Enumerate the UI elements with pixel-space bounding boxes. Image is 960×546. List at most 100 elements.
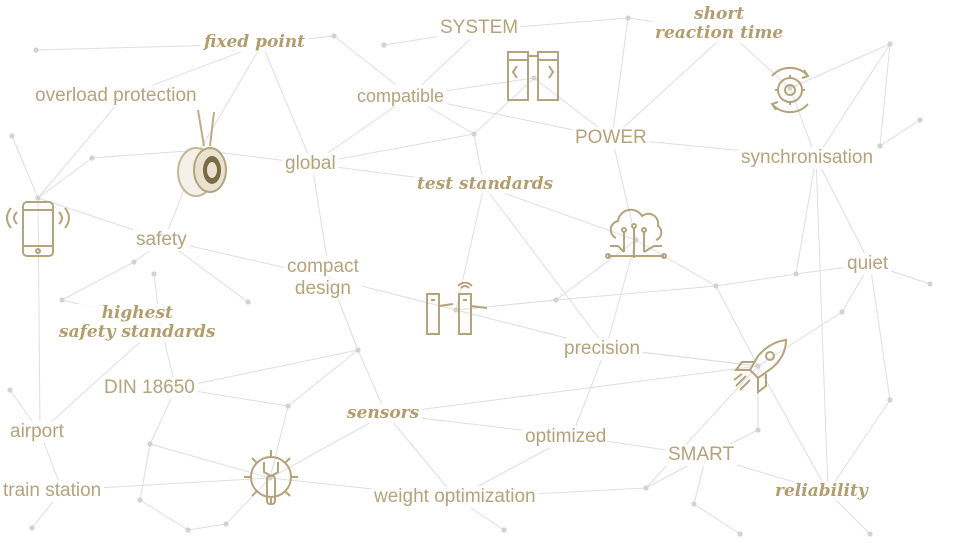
label-system: SYSTEM [437,17,522,39]
network-node [453,307,459,313]
network-edge [795,157,817,275]
network-edge [199,43,263,151]
network-node [553,297,559,303]
network-node [793,271,799,277]
network-node [35,195,41,201]
network-node [9,133,15,139]
label-synchronisation: synchronisation [738,147,877,169]
label-power: POWER [572,127,650,149]
network-edge [311,133,475,165]
network-edge [757,311,843,367]
label-weight-optimization: weight optimization [371,486,539,508]
network-edge [311,95,411,165]
network-node [185,527,191,533]
network-edge [357,349,387,415]
gear-cycle-icon [762,62,818,118]
network-node [331,33,337,39]
network-node [501,527,507,533]
network-edge [37,95,125,199]
network-edge [187,523,227,531]
network-node [917,117,923,123]
network-edge [611,17,629,139]
network-node [531,75,537,81]
network-node [471,131,477,137]
label-sensors: sensors [344,404,423,423]
network-edge [827,399,891,493]
network-edge [605,239,637,349]
network-edge [455,299,557,311]
label-short-reaction-time: short reaction time [652,5,787,43]
network-node [755,427,761,433]
wrench-gear-icon [238,444,304,514]
network-edge [37,157,93,199]
network-edge [715,273,797,287]
network-edge [715,285,759,367]
network-node [927,281,933,287]
network-edge [879,43,891,147]
network-node [245,299,251,305]
network-node [643,485,649,491]
label-quiet: quiet [844,253,892,275]
label-compatible: compatible [354,85,448,107]
label-overload-protection: overload protection [32,85,200,107]
network-node [839,309,845,315]
network-edge [815,157,871,265]
network-node [7,387,13,393]
network-edge [611,137,637,241]
network-edge [693,503,741,535]
network-node [737,531,743,537]
network-node [625,15,631,21]
network-node [89,155,95,161]
network-edge [473,77,535,135]
network-edge [37,197,41,433]
network-node [691,501,697,507]
network-edge [385,365,759,415]
network-edge [571,347,607,437]
network-edge [645,365,759,489]
network-edge [815,157,829,493]
network-edge [287,349,359,407]
network-edge [455,185,485,311]
network-edge [269,405,289,479]
network-edge [61,261,135,301]
cloud-circuit-icon [604,208,668,266]
network-edge [139,499,189,531]
network-node [33,47,39,53]
network-edge [789,87,817,159]
network-edge [139,443,151,501]
network-node [355,347,361,353]
network-node [887,41,893,47]
label-test-standards: test standards [414,175,557,194]
sliding-door-icon [505,48,561,104]
network-node [147,441,153,447]
label-optimized: optimized [522,426,610,448]
network-node [713,283,719,289]
network-node [755,363,761,369]
network-node [381,42,387,48]
network-node [29,525,35,531]
label-din-18650: DIN 18650 [101,377,198,399]
network-node [151,271,157,277]
label-train-station: train station [0,480,105,502]
motor-icon [170,110,234,202]
label-safety: safety [133,229,190,251]
network-node [137,497,143,503]
network-edge [757,365,829,493]
label-fixed-point: fixed point [201,33,309,52]
network-node [867,531,873,537]
network-edge [225,477,271,525]
label-compact-design: compact design [284,256,362,300]
network-edge [385,413,457,499]
network-edge [815,43,891,159]
network-node [131,259,137,265]
network-node [285,403,291,409]
network-node [787,85,793,91]
smartphone-icon [5,198,71,260]
network-node [223,521,229,527]
label-airport: airport [7,421,67,443]
network-edge [611,31,729,139]
network-edge [39,323,161,433]
network-edge [555,285,717,301]
turnstile-icon [423,282,491,338]
network-edge [789,43,891,89]
